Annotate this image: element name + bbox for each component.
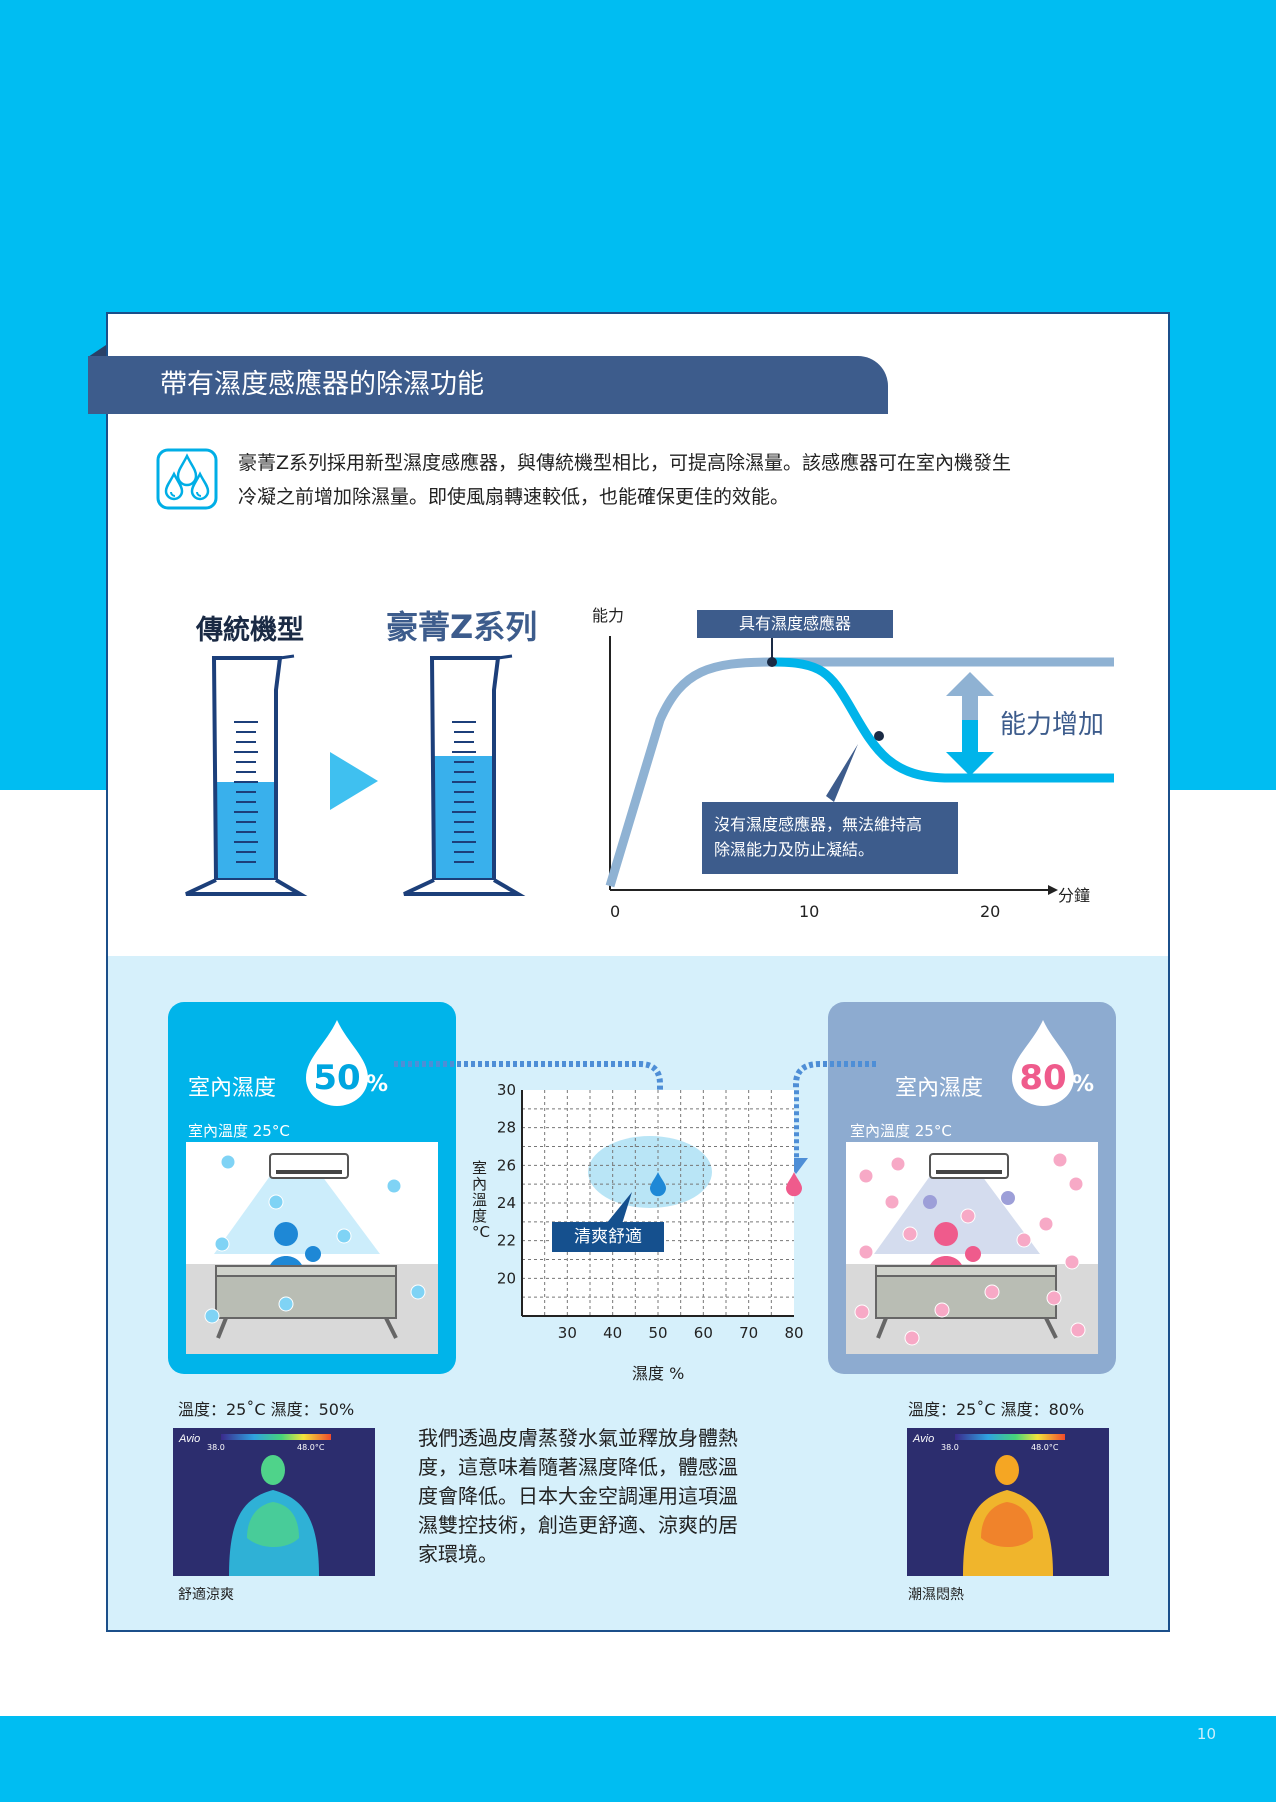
right-room-illustration [846,1142,1098,1354]
right-thermo-brand: Avio [912,1433,934,1445]
zseries-label: 豪菁Z系列 [386,608,538,646]
right-thermo-label: 潮濕悶熱 [908,1587,964,1603]
y-tick-label: 30 [497,1084,516,1099]
with-sensor-curve [605,657,1114,888]
left-thermo-scale-min: 38.0 [207,1443,225,1452]
x-tick-label: 80 [784,1324,803,1342]
cylinder-comparison-graphic [185,654,526,896]
right-humidity-drop-icon [1012,1020,1074,1106]
x-tick-label: 40 [603,1324,622,1342]
capacity-x-tick-10: 10 [799,902,820,921]
body-line-1: 我們透過皮膚蒸發水氣並釋放身體熱 [418,1426,738,1450]
capacity-increase-label: 能力增加 [1000,710,1105,740]
left-thermal-image: Avio 38.0 48.0°C [173,1428,375,1576]
comfort-tick-labels: 30 40 50 60 70 80 30 28 26 24 22 20 [497,1084,804,1342]
intro-line-1: 豪菁Z系列採用新型濕度感應器，與傳統機型相比，可提高除濕量。該感應器可在室內機發… [238,452,1012,474]
capacity-x-tick-0: 0 [610,902,621,921]
y-tick-label: 28 [497,1119,516,1137]
right-thermo-scale-max: 48.0°C [1031,1443,1059,1452]
intro-paragraph: 豪菁Z系列採用新型濕度感應器，與傳統機型相比，可提高除濕量。該感應器可在室內機發… [238,446,1118,514]
right-humidity-unit: % [1072,1072,1095,1097]
comfort-ylabel: 室內溫度 °C [472,1159,490,1241]
comfort-annotation: 清爽舒適 [552,1222,664,1252]
page-number: 10 [1196,1725,1216,1743]
zseries-cylinder [403,654,526,896]
right-thermal-image: Avio 38.0 48.0°C [907,1428,1109,1576]
comfort-grid [522,1090,794,1316]
y-tick-label: 20 [497,1269,516,1287]
conventional-model-label: 傳統機型 [196,615,304,646]
capacity-ylabel: 能力 [592,606,625,625]
x-tick-label: 30 [558,1324,577,1342]
annotation-pointer [606,1192,632,1224]
right-thermo-scale-min: 38.0 [941,1443,959,1452]
right-humidity-value: 80 [1019,1058,1067,1098]
capacity-xlabel: 分鐘 [1058,886,1091,905]
tab-fold [88,345,106,357]
left-thermo-label: 舒適涼爽 [178,1587,234,1603]
without-sensor-line-1: 沒有濕度感應器，無法維持高 [714,815,923,834]
capacity-increase-arrow [946,672,994,776]
left-humidity-drop-icon [306,1020,368,1106]
capacity-x-tick-20: 20 [980,902,1001,921]
without-sensor-line-2: 除濕能力及防止凝結。 [714,840,875,859]
body-line-3: 度會降低。日本大金空調運用這項溫 [418,1484,738,1508]
comfort-chart: 30 40 50 60 70 80 30 28 26 24 22 20 [497,1084,804,1342]
right-card-title: 室內濕度 [895,1076,984,1101]
left-card-title: 室內濕度 [188,1076,277,1101]
comfort-xlabel: 濕度 % [632,1364,685,1383]
left-card-room-temp: 室內溫度 25°C [188,1122,290,1140]
without-sensor-tag: 沒有濕度感應器，無法維持高 除濕能力及防止凝結。 [702,802,958,874]
y-tick-label: 26 [497,1156,516,1174]
conventional-cylinder [185,654,308,896]
data-point-0 [650,1172,666,1197]
left-humidity-value: 50 [313,1058,361,1098]
left-thermo-scale-max: 48.0°C [297,1443,325,1452]
left-humidity-unit: % [366,1072,389,1097]
x-tick-label: 60 [694,1324,713,1342]
section-header-tab [88,356,888,414]
with-sensor-tag: 具有濕度感應器 [697,610,893,638]
right-thermo-caption: 溫度：25˚C 濕度：80% [908,1400,1085,1419]
right-card-room-temp: 室內溫度 25°C [850,1122,952,1140]
y-tick-label: 24 [497,1194,516,1212]
capacity-chart [605,636,1114,895]
section-title: 帶有濕度感應器的除濕功能 [160,369,484,400]
body-line-4: 濕雙控技術，創造更舒適、涼爽的居 [418,1513,738,1537]
comfort-points [650,1172,802,1197]
data-point-1 [786,1172,802,1197]
arrow-right-icon [330,752,378,810]
left-thermo-caption: 溫度：25˚C 濕度：50% [178,1400,355,1419]
left-room-illustration [186,1142,438,1354]
body-line-5: 家環境。 [418,1542,498,1566]
without-sensor-curve [771,657,1114,783]
y-tick-label: 22 [497,1232,516,1250]
bottom-color-band [0,1716,1276,1802]
comfort-zone [588,1136,712,1208]
body-line-2: 度，這意味着隨著濕度降低，體感溫 [418,1455,738,1479]
body-paragraph: 我們透過皮膚蒸發水氣並釋放身體熱 度，這意味着隨著濕度降低，體感溫 度會降低。日… [418,1424,758,1569]
water-drops-icon [156,448,218,510]
x-tick-label: 50 [648,1324,667,1342]
x-tick-label: 70 [739,1324,758,1342]
left-thermo-brand: Avio [178,1433,200,1445]
intro-line-2: 冷凝之前增加除濕量。即使風扇轉速較低，也能確保更佳的效能。 [238,486,790,508]
